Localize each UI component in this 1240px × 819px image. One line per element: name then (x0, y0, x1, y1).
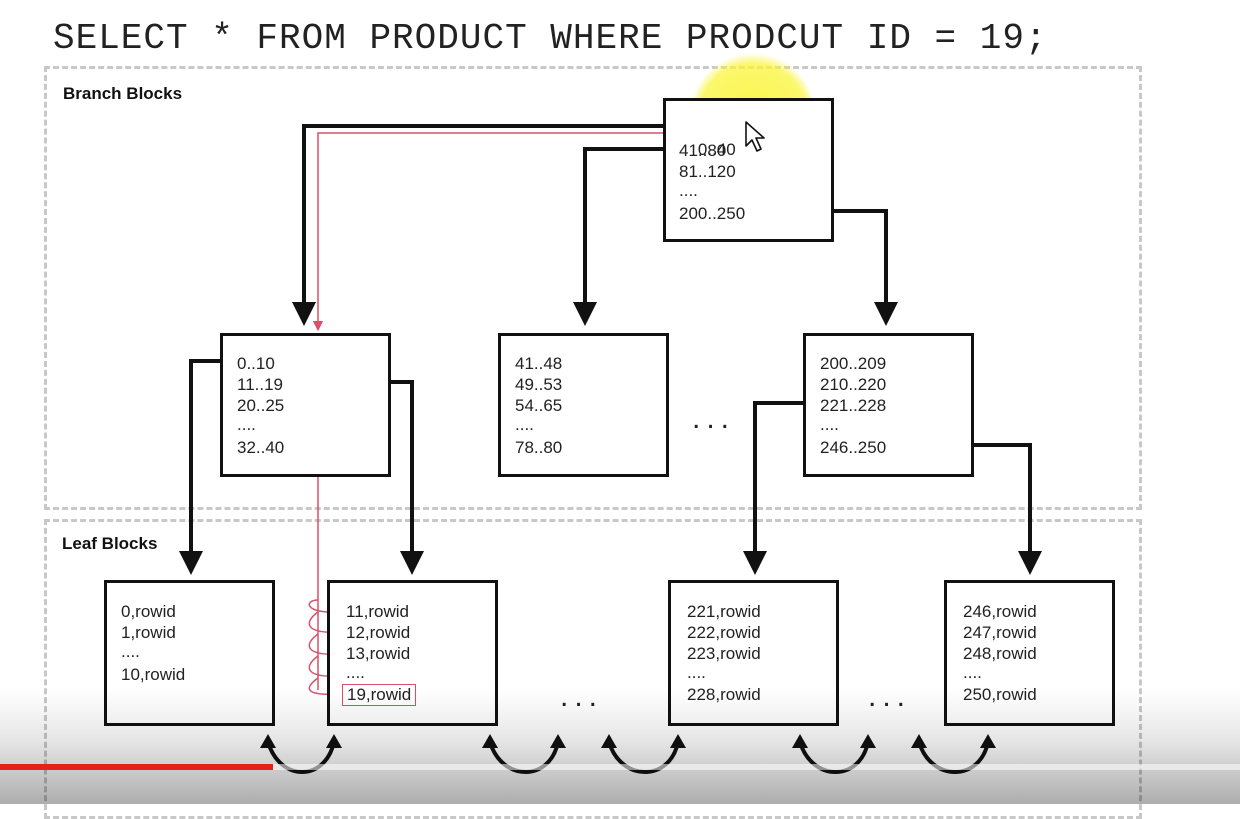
branch3-range-1: 200..209 (820, 354, 887, 373)
leaf-link-arrow-4 (798, 741, 870, 774)
video-progress-fill (0, 764, 273, 770)
branch3-to-leaf4-connector (973, 443, 1042, 575)
root-range-3: 81..120 (679, 162, 736, 181)
leaf1-entry-1: 0,rowid (121, 602, 176, 621)
leaf3-entry-2: 222,rowid (687, 623, 761, 642)
branch1-range-3: 20..25 (237, 396, 285, 415)
leaf2-entry-3: 13,rowid (346, 644, 411, 663)
root-to-branch1-connector (292, 124, 664, 326)
branch1-range-4: 32..40 (237, 438, 285, 457)
branch1-to-leaf1-connector (179, 359, 221, 575)
branch3-to-leaf3-connector (743, 401, 804, 575)
leaf4-entry-2: 247,rowid (963, 623, 1037, 642)
leaf4-entry-1: 246,rowid (963, 602, 1037, 621)
root-to-branch3-connector (833, 209, 898, 326)
leaf3-entry-1: 221,rowid (687, 602, 761, 621)
leaf-link-arrow-3 (607, 741, 680, 774)
branch1-range-1: 0..10 (237, 354, 275, 373)
branch-gap-ellipsis: ... (692, 402, 736, 435)
branch2-range-2: 49..53 (515, 375, 563, 394)
branch-blocks-region (44, 66, 1142, 510)
root-range-ellipsis: .... (679, 181, 698, 200)
root-range-2: 41..80 (679, 141, 727, 160)
leaf2-entry-ellipsis: .... (346, 663, 365, 682)
leaf-blocks-label: Leaf Blocks (62, 534, 158, 553)
root-range-1-text: 0..40 (697, 140, 736, 159)
leaf3-entry-3: 223,rowid (687, 644, 761, 663)
leaf2-entry-1: 11,rowid (346, 602, 409, 621)
branch3-range-2: 210..220 (820, 375, 887, 394)
branch3-range-4: 246..250 (820, 438, 887, 457)
root-branch-block: 0..40 41..80 81..120 .... 200..250 (663, 98, 834, 242)
leaf-gap-ellipsis-2: ... (868, 680, 911, 714)
branch3-range-ellipsis: .... (820, 415, 839, 434)
leaf1-entry-2: 1,rowid (121, 623, 176, 642)
leaf2-entry-2: 12,rowid (346, 623, 411, 642)
branch-block-3: 200..209 210..220 221..228 .... 246..250 (803, 333, 974, 477)
branch3-range-3: 221..228 (820, 396, 887, 415)
sql-query: SELECT * FROM PRODUCT WHERE PRODCUT ID =… (53, 18, 1048, 59)
leaf-block-3: 221,rowid 222,rowid 223,rowid .... 228,r… (668, 580, 839, 726)
branch2-range-4: 78..80 (515, 438, 563, 457)
branch1-range-ellipsis: .... (237, 415, 256, 434)
root-range-4: 200..250 (679, 204, 746, 223)
leaf-block-2: 11,rowid 12,rowid 13,rowid .... 19,rowid (327, 580, 498, 726)
search-path-squiggle-leaf (308, 599, 341, 696)
leaf1-entry-ellipsis: .... (121, 642, 140, 661)
leaf-link-arrow-1 (266, 741, 336, 774)
branch1-to-leaf2-connector (390, 380, 424, 575)
leaf2-entry-target: 19,rowid (342, 684, 417, 706)
search-path-line (312, 132, 664, 332)
leaf-gap-ellipsis-1: ... (560, 680, 603, 714)
leaf4-entry-4: 250,rowid (963, 685, 1037, 705)
root-range-1: 0..40 (679, 120, 736, 180)
root-to-branch2-connector (573, 147, 664, 326)
leaf-link-arrow-5 (917, 741, 990, 774)
leaf-link-arrow-2 (488, 741, 560, 774)
leaf4-entry-3: 248,rowid (963, 644, 1037, 663)
branch-blocks-label: Branch Blocks (63, 84, 183, 103)
branch2-range-3: 54..65 (515, 396, 563, 415)
leaf-block-1: 0,rowid 1,rowid .... 10,rowid (104, 580, 275, 726)
branch2-range-1: 41..48 (515, 354, 563, 373)
video-progress-bar[interactable] (0, 764, 1240, 770)
branch-block-1: 0..10 11..19 20..25 .... 32..40 (220, 333, 391, 477)
mouse-cursor-icon (745, 121, 765, 152)
branch1-range-2: 11..19 (237, 375, 284, 394)
branch-block-2: 41..48 49..53 54..65 .... 78..80 (498, 333, 669, 477)
leaf-block-4: 246,rowid 247,rowid 248,rowid .... 250,r… (944, 580, 1115, 726)
video-player-overlay (0, 690, 1240, 804)
leaf4-entry-ellipsis: .... (963, 663, 982, 682)
leaf3-entry-4: 228,rowid (687, 685, 761, 705)
leaf3-entry-ellipsis: .... (687, 663, 706, 682)
leaf1-entry-3: 10,rowid (121, 665, 186, 684)
branch2-range-ellipsis: .... (515, 415, 534, 434)
